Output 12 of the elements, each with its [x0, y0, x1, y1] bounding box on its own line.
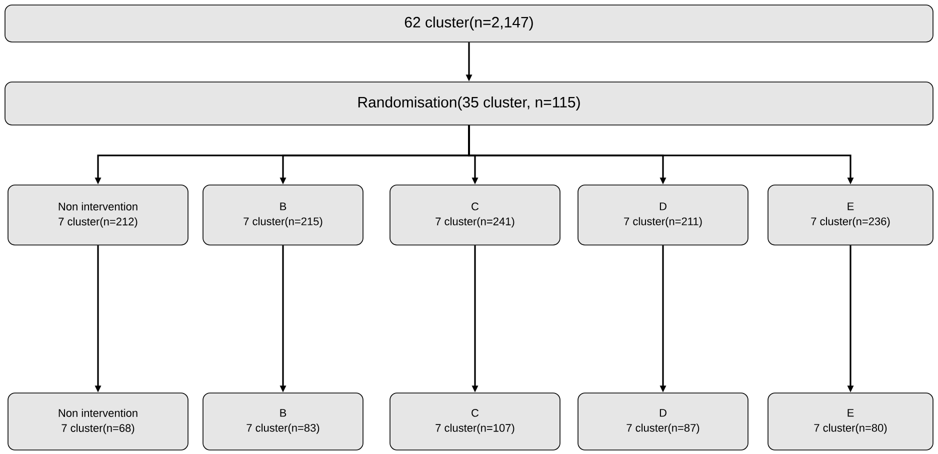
process-box: B 7 cluster(n=83) — [202, 392, 364, 450]
process-box: D 7 cluster(n=87) — [578, 392, 748, 450]
process-box: Randomisation(35 cluster, n=115) — [4, 82, 934, 126]
process-box: Non intervention 7 cluster(n=212) — [8, 184, 188, 246]
process-box: D 7 cluster(n=211) — [578, 184, 748, 246]
process-box: C 7 cluster(n=107) — [390, 392, 560, 450]
process-box: E 7 cluster(n=80) — [768, 392, 934, 450]
process-box: Non intervention 7 cluster(n=68) — [8, 392, 188, 450]
process-box: 62 cluster(n=2,147) — [4, 4, 934, 42]
process-box: C 7 cluster(n=241) — [390, 184, 560, 246]
process-box: E 7 cluster(n=236) — [768, 184, 934, 246]
process-box: B 7 cluster(n=215) — [202, 184, 364, 246]
